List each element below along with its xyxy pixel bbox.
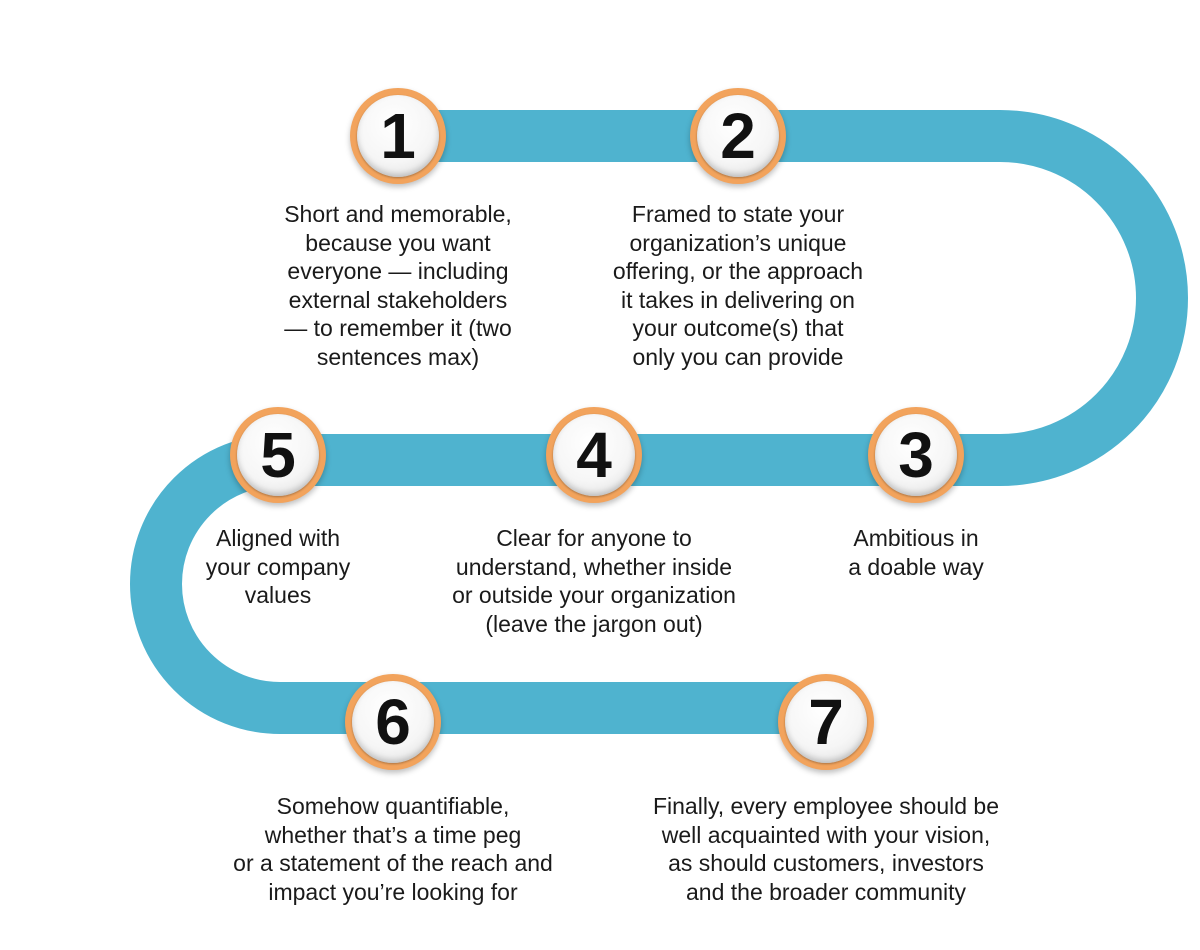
- step-2-line-3: offering, or the approach: [612, 258, 864, 284]
- step-1-number: 1: [380, 100, 416, 172]
- step-2-line-1: Framed to state your: [631, 201, 845, 227]
- step-7-line-3: as should customers, investors: [668, 850, 984, 876]
- step-4-badge: 4: [546, 407, 642, 503]
- step-7-caption: Finally, every employee should be well a…: [653, 792, 999, 906]
- step-6-line-4: impact you’re looking for: [268, 878, 518, 905]
- step-7-line-1: Finally, every employee should be: [652, 793, 1000, 819]
- step-1-line-1: Short and memorable,: [284, 201, 512, 227]
- step-3-caption: Ambitious in a doable way: [848, 524, 984, 581]
- step-7-number: 7: [808, 686, 844, 758]
- step-2-number: 2: [720, 100, 756, 172]
- step-4-caption: Clear for anyone to understand, whether …: [452, 524, 736, 638]
- step-2-caption: Framed to state your organization’s uniq…: [613, 200, 863, 371]
- step-6-line-2: whether that’s a time peg: [264, 821, 522, 848]
- step-5-number: 5: [260, 419, 296, 491]
- step-5-line-1: Aligned with: [215, 525, 341, 551]
- step-3-line-1: Ambitious in: [853, 525, 979, 551]
- step-1-line-3: everyone — including: [287, 258, 509, 284]
- step-2-line-2: organization’s unique: [629, 229, 847, 256]
- step-1-line-2: because you want: [305, 229, 491, 256]
- road-path: [130, 110, 1188, 734]
- step-7-badge: 7: [778, 674, 874, 770]
- step-1-caption: Short and memorable, because you want ev…: [284, 200, 512, 371]
- step-5-caption: Aligned with your company values: [206, 524, 350, 610]
- step-1-line-5: — to remember it (two: [284, 315, 512, 341]
- step-1-badge: 1: [350, 88, 446, 184]
- step-5-line-3: values: [244, 582, 312, 608]
- step-7-line-2: well acquainted with your vision,: [661, 821, 991, 848]
- step-7-line-4: and the broader community: [685, 878, 966, 905]
- step-6-badge: 6: [345, 674, 441, 770]
- step-1-line-6: sentences max): [316, 343, 480, 370]
- step-2-badge: 2: [690, 88, 786, 184]
- step-2-line-4: it takes in delivering on: [621, 286, 855, 313]
- step-2-line-5: your outcome(s) that: [632, 315, 844, 341]
- step-3-number: 3: [898, 419, 934, 491]
- step-5-badge: 5: [230, 407, 326, 503]
- step-6-caption: Somehow quantifiable, whether that’s a t…: [233, 792, 553, 906]
- step-4-line-4: (leave the jargon out): [485, 610, 703, 637]
- step-2-line-6: only you can provide: [632, 343, 844, 370]
- step-6-line-3: or a statement of the reach and: [233, 850, 553, 876]
- step-6-line-1: Somehow quantifiable,: [276, 793, 510, 819]
- step-3-line-2: a doable way: [848, 553, 984, 580]
- step-6-number: 6: [375, 686, 411, 758]
- step-4-line-2: understand, whether inside: [455, 553, 733, 580]
- step-4-line-1: Clear for anyone to: [496, 525, 692, 551]
- step-1-line-4: external stakeholders: [288, 286, 508, 313]
- step-3-badge: 3: [868, 407, 964, 503]
- step-4-line-3: or outside your organization: [452, 582, 736, 608]
- step-4-number: 4: [576, 419, 612, 491]
- step-5-line-2: your company: [205, 553, 351, 580]
